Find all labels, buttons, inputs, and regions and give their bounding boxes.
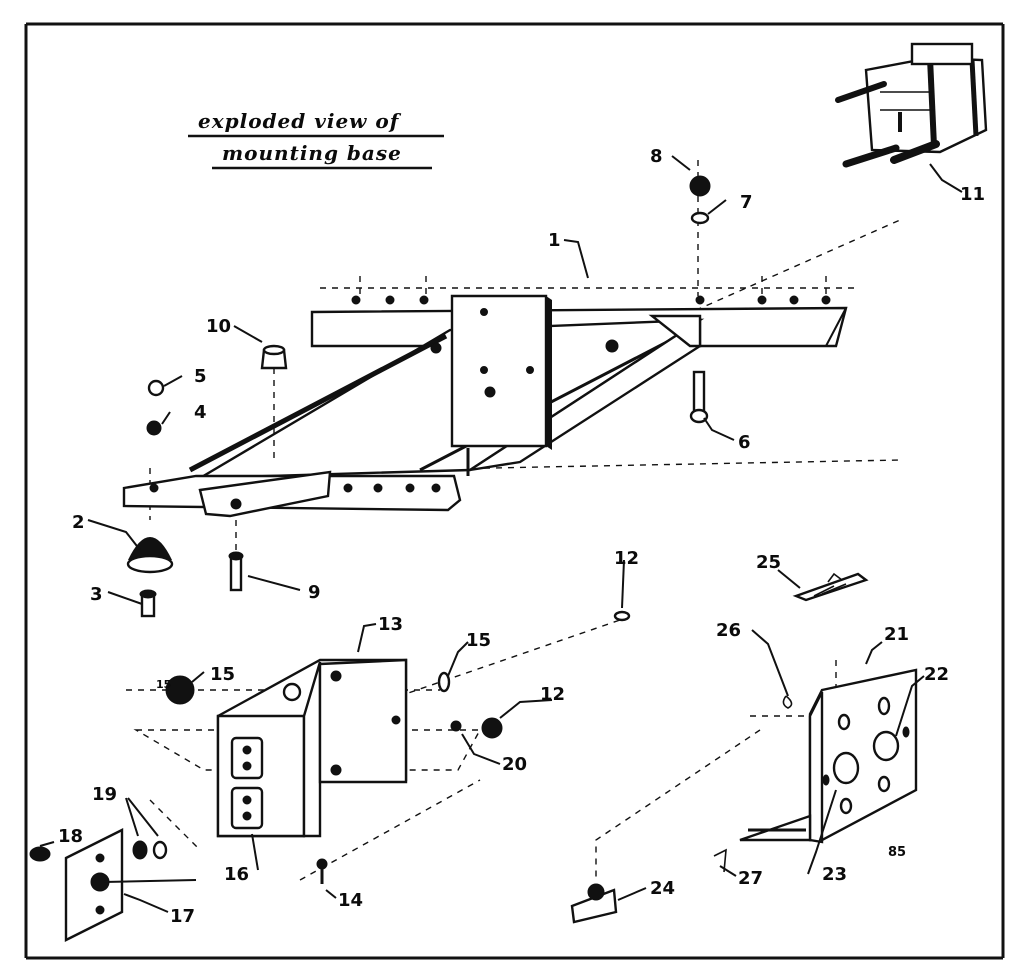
part-24-terminal-block (570, 883, 618, 924)
part-15-knob-left: 15 (156, 675, 195, 705)
label-part-9: 9 (308, 582, 321, 603)
label-part-18: 18 (58, 826, 83, 847)
title-block: exploded view of mounting base (188, 109, 444, 170)
part-27-clip (713, 848, 727, 873)
part-17-cover-plate (64, 799, 201, 942)
part-18-screw (29, 846, 51, 862)
part-19-washers (132, 840, 168, 860)
drawing-frame (24, 22, 1005, 960)
label-part-6: 6 (738, 432, 751, 453)
label-part-7: 7 (740, 192, 753, 213)
part-25-clip (792, 572, 869, 602)
label-part-17: 17 (170, 906, 195, 927)
part-8-nut (689, 175, 711, 197)
label-part-2: 2 (72, 512, 85, 533)
label-part-14: 14 (338, 890, 363, 911)
part-11-relay-assembly (835, 42, 988, 168)
label-part-23: 23 (822, 864, 847, 885)
part-4-washer (146, 420, 162, 436)
label-part-25: 25 (756, 552, 781, 573)
title-line-1: exploded view of (198, 109, 402, 133)
label-part-16: 16 (224, 864, 249, 885)
label-part-26: 26 (716, 620, 741, 641)
part-14-screw (299, 779, 481, 884)
part-20-screw (450, 720, 462, 732)
part-21-receptacle-box: 85 (595, 660, 918, 880)
label-part-3: 3 (90, 584, 103, 605)
mounting-base-frame (122, 160, 901, 520)
label-part-4: 4 (194, 402, 207, 423)
part-12-nut-upper (613, 610, 631, 622)
label-part-21: 21 (884, 624, 909, 645)
label-part-11: 11 (960, 184, 985, 205)
part-12-nut-lower (481, 717, 503, 739)
label-part-12-upper: 12 (614, 548, 639, 569)
part-26-hook (782, 695, 793, 709)
label-part-13: 13 (378, 614, 403, 635)
label-part-27: 27 (738, 868, 763, 889)
label-part-15-right: 15 (466, 630, 491, 651)
label-part-8: 8 (650, 146, 663, 167)
label-part-1: 1 (548, 230, 561, 251)
label-part-5: 5 (194, 366, 207, 387)
part-15-grommet-right (437, 671, 451, 693)
leader-lines (39, 155, 963, 913)
part-7-washer (690, 211, 710, 225)
knob-marking: 15 (156, 678, 171, 691)
label-part-22: 22 (924, 664, 949, 685)
callout-labels: 1 2 3 4 5 6 7 8 9 10 11 12 12 13 14 15 1… (58, 146, 985, 927)
label-part-24: 24 (650, 878, 675, 899)
label-part-19: 19 (92, 784, 117, 805)
part-10-cap (260, 344, 288, 460)
label-part-15-left: 15 (210, 664, 235, 685)
label-part-10: 10 (206, 316, 231, 337)
part-9-bolt (228, 520, 244, 592)
part-code: 85 (888, 845, 906, 860)
part-3-screw (139, 589, 157, 618)
part-13-outlet-box (126, 619, 621, 838)
part-2-rubber-foot (126, 537, 174, 574)
part-5-nut (147, 379, 165, 397)
title-line-2: mounting base (222, 141, 402, 165)
part-6-bolt (689, 370, 709, 424)
label-part-12-lower: 12 (540, 684, 565, 705)
label-part-20: 20 (502, 754, 527, 775)
